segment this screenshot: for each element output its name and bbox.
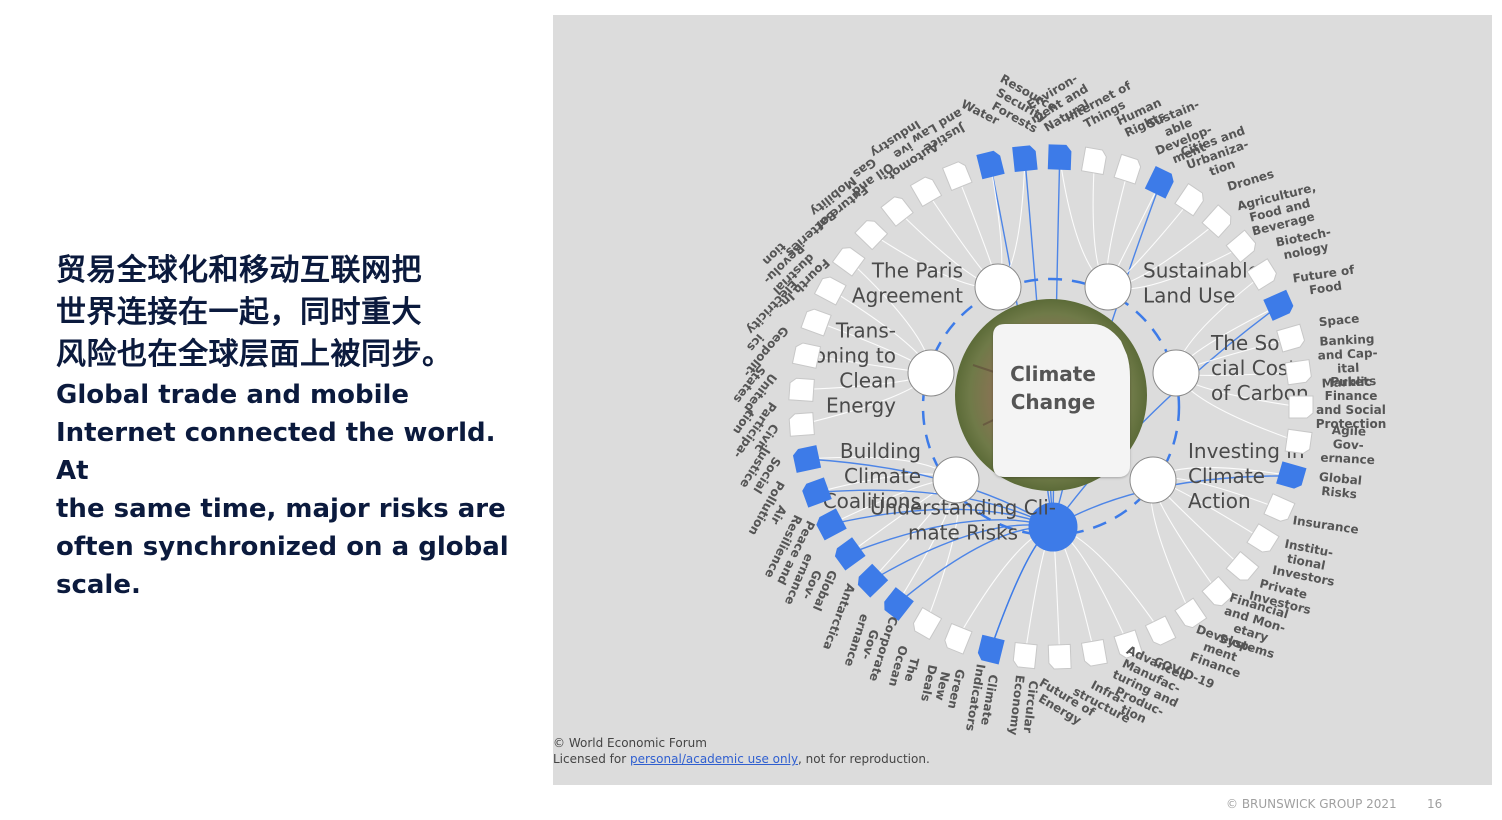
outer-topic-node[interactable]	[855, 563, 889, 598]
outer-topic-node[interactable]	[788, 412, 815, 437]
outer-topic-node[interactable]	[1174, 182, 1207, 217]
credit-line-2: Licensed for personal/academic use only,…	[553, 751, 930, 767]
subtopic-node[interactable]	[907, 349, 955, 397]
outer-topic-label-group: Fourth In-dustrialRevolu-tion	[745, 226, 833, 313]
outer-topic-node[interactable]	[1276, 461, 1307, 490]
outer-topic-label-group: ClimateIndicators	[963, 663, 1002, 735]
outer-topic-node[interactable]	[1080, 638, 1108, 667]
subtopic-node[interactable]	[974, 263, 1022, 311]
subtopic-node[interactable]	[1129, 456, 1177, 504]
subtopic-node[interactable]	[1028, 502, 1078, 552]
outer-topic-label[interactable]: GlobalRisks	[1317, 470, 1363, 502]
page-number: 16	[1427, 797, 1443, 811]
connection-line	[1052, 304, 1280, 528]
figure-credit: © World Economic Forum Licensed for pers…	[553, 735, 930, 767]
slide-subtitle-english: Global trade and mobile Internet connect…	[56, 380, 509, 600]
outer-topic-node[interactable]	[800, 307, 832, 337]
subtopic-node[interactable]	[1084, 263, 1132, 311]
outer-topic-node[interactable]	[910, 606, 943, 641]
slide-text-block: 贸易全球化和移动互联网把 世界连接在一起，同时重大 风险也在全球层面上被同步。 …	[56, 250, 536, 604]
outer-topic-label[interactable]: Future ofFood	[1292, 263, 1358, 300]
outer-topic-label-group: AgileGov-ernance	[1320, 422, 1376, 467]
outer-topic-node[interactable]	[880, 194, 914, 227]
outer-topic-node[interactable]	[1113, 629, 1144, 660]
outer-topic-node[interactable]	[1246, 258, 1279, 291]
outer-topic-node[interactable]	[1225, 550, 1260, 584]
credit-suffix: , not for reproduction.	[798, 752, 930, 766]
outer-topic-label[interactable]: TheOcean	[886, 644, 924, 692]
outer-topic-node[interactable]	[1263, 289, 1295, 321]
outer-topic-node[interactable]	[1263, 493, 1296, 524]
outer-topic-node[interactable]	[881, 587, 914, 621]
outer-topic-node[interactable]	[1284, 428, 1313, 455]
footer-copyright: © BRUNSWICK GROUP 2021	[1226, 797, 1397, 811]
outer-topic-node[interactable]	[943, 622, 973, 655]
center-card[interactable]	[993, 324, 1130, 477]
outer-topic-node[interactable]	[1012, 641, 1038, 670]
outer-topic-label[interactable]: CircularEconomy	[1006, 674, 1041, 738]
slide-title-chinese: 贸易全球化和移动互联网把 世界连接在一起，同时重大 风险也在全球层面上被同步。	[56, 253, 453, 372]
outer-topic-node[interactable]	[854, 217, 889, 251]
outer-topic-node[interactable]	[941, 160, 973, 192]
outer-topic-node[interactable]	[1225, 229, 1259, 264]
outer-topic-label-group: TheOcean	[886, 644, 924, 692]
outer-topic-node[interactable]	[909, 175, 943, 208]
outer-topic-label[interactable]: AgileGov-ernance	[1320, 422, 1376, 467]
outer-topic-label-group: Bankingand Cap-italMarkets	[1317, 332, 1380, 391]
outer-topic-node[interactable]	[1276, 323, 1306, 353]
outer-topic-node[interactable]	[977, 634, 1005, 665]
outer-topic-node[interactable]	[831, 244, 866, 277]
outer-topic-node[interactable]	[1201, 575, 1236, 610]
outer-topic-label-group: CircularEconomy	[1006, 674, 1041, 738]
outer-topic-node[interactable]	[1012, 145, 1038, 173]
outer-topic-label-group: Insurance	[1292, 513, 1360, 537]
outer-topic-node[interactable]	[791, 342, 822, 369]
outer-topic-node[interactable]	[788, 377, 815, 402]
subtopic-label[interactable]: Understanding Cli-mate Risks	[870, 496, 1056, 545]
outer-topic-node[interactable]	[833, 537, 866, 571]
subtopic-node[interactable]	[932, 456, 980, 504]
outer-topic-node[interactable]	[1080, 146, 1107, 176]
outer-topic-label-group: GreenNewDeals	[918, 662, 968, 711]
outer-topic-node[interactable]	[815, 508, 847, 541]
outer-topic-label[interactable]: GreenNewDeals	[918, 662, 968, 711]
outer-topic-node[interactable]	[1047, 144, 1072, 171]
outer-topic-node[interactable]	[976, 150, 1005, 180]
outer-topic-label[interactable]: Insurance	[1292, 513, 1360, 537]
outer-topic-label[interactable]: Space	[1318, 311, 1360, 329]
outer-topic-node[interactable]	[1201, 204, 1234, 239]
outer-topic-node[interactable]	[1144, 166, 1175, 199]
outer-topic-node[interactable]	[1113, 153, 1142, 185]
outer-topic-node[interactable]	[1288, 395, 1314, 419]
outer-topic-label-group: Future ofFood	[1292, 263, 1358, 300]
outer-topic-node[interactable]	[792, 445, 822, 473]
outer-topic-node[interactable]	[801, 477, 832, 508]
outer-topic-node[interactable]	[1047, 643, 1072, 670]
outer-topic-node[interactable]	[1174, 597, 1208, 630]
outer-topic-node[interactable]	[1246, 523, 1280, 555]
outer-topic-node[interactable]	[813, 274, 847, 306]
license-link[interactable]: personal/academic use only	[630, 752, 799, 766]
credit-line-1: © World Economic Forum	[553, 736, 707, 750]
outer-topic-label-group: Space	[1318, 311, 1360, 329]
outer-topic-label-group: GlobalRisks	[1317, 470, 1363, 502]
subtopic-node[interactable]	[1152, 349, 1200, 397]
outer-topic-label[interactable]: Fourth In-dustrialRevolu-tion	[745, 226, 833, 313]
outer-topic-label[interactable]: Bankingand Cap-italMarkets	[1317, 332, 1380, 391]
credit-prefix: Licensed for	[553, 752, 630, 766]
outer-topic-node[interactable]	[1284, 359, 1312, 386]
outer-topic-label[interactable]: ClimateIndicators	[963, 663, 1002, 735]
outer-topic-node[interactable]	[1144, 615, 1177, 647]
